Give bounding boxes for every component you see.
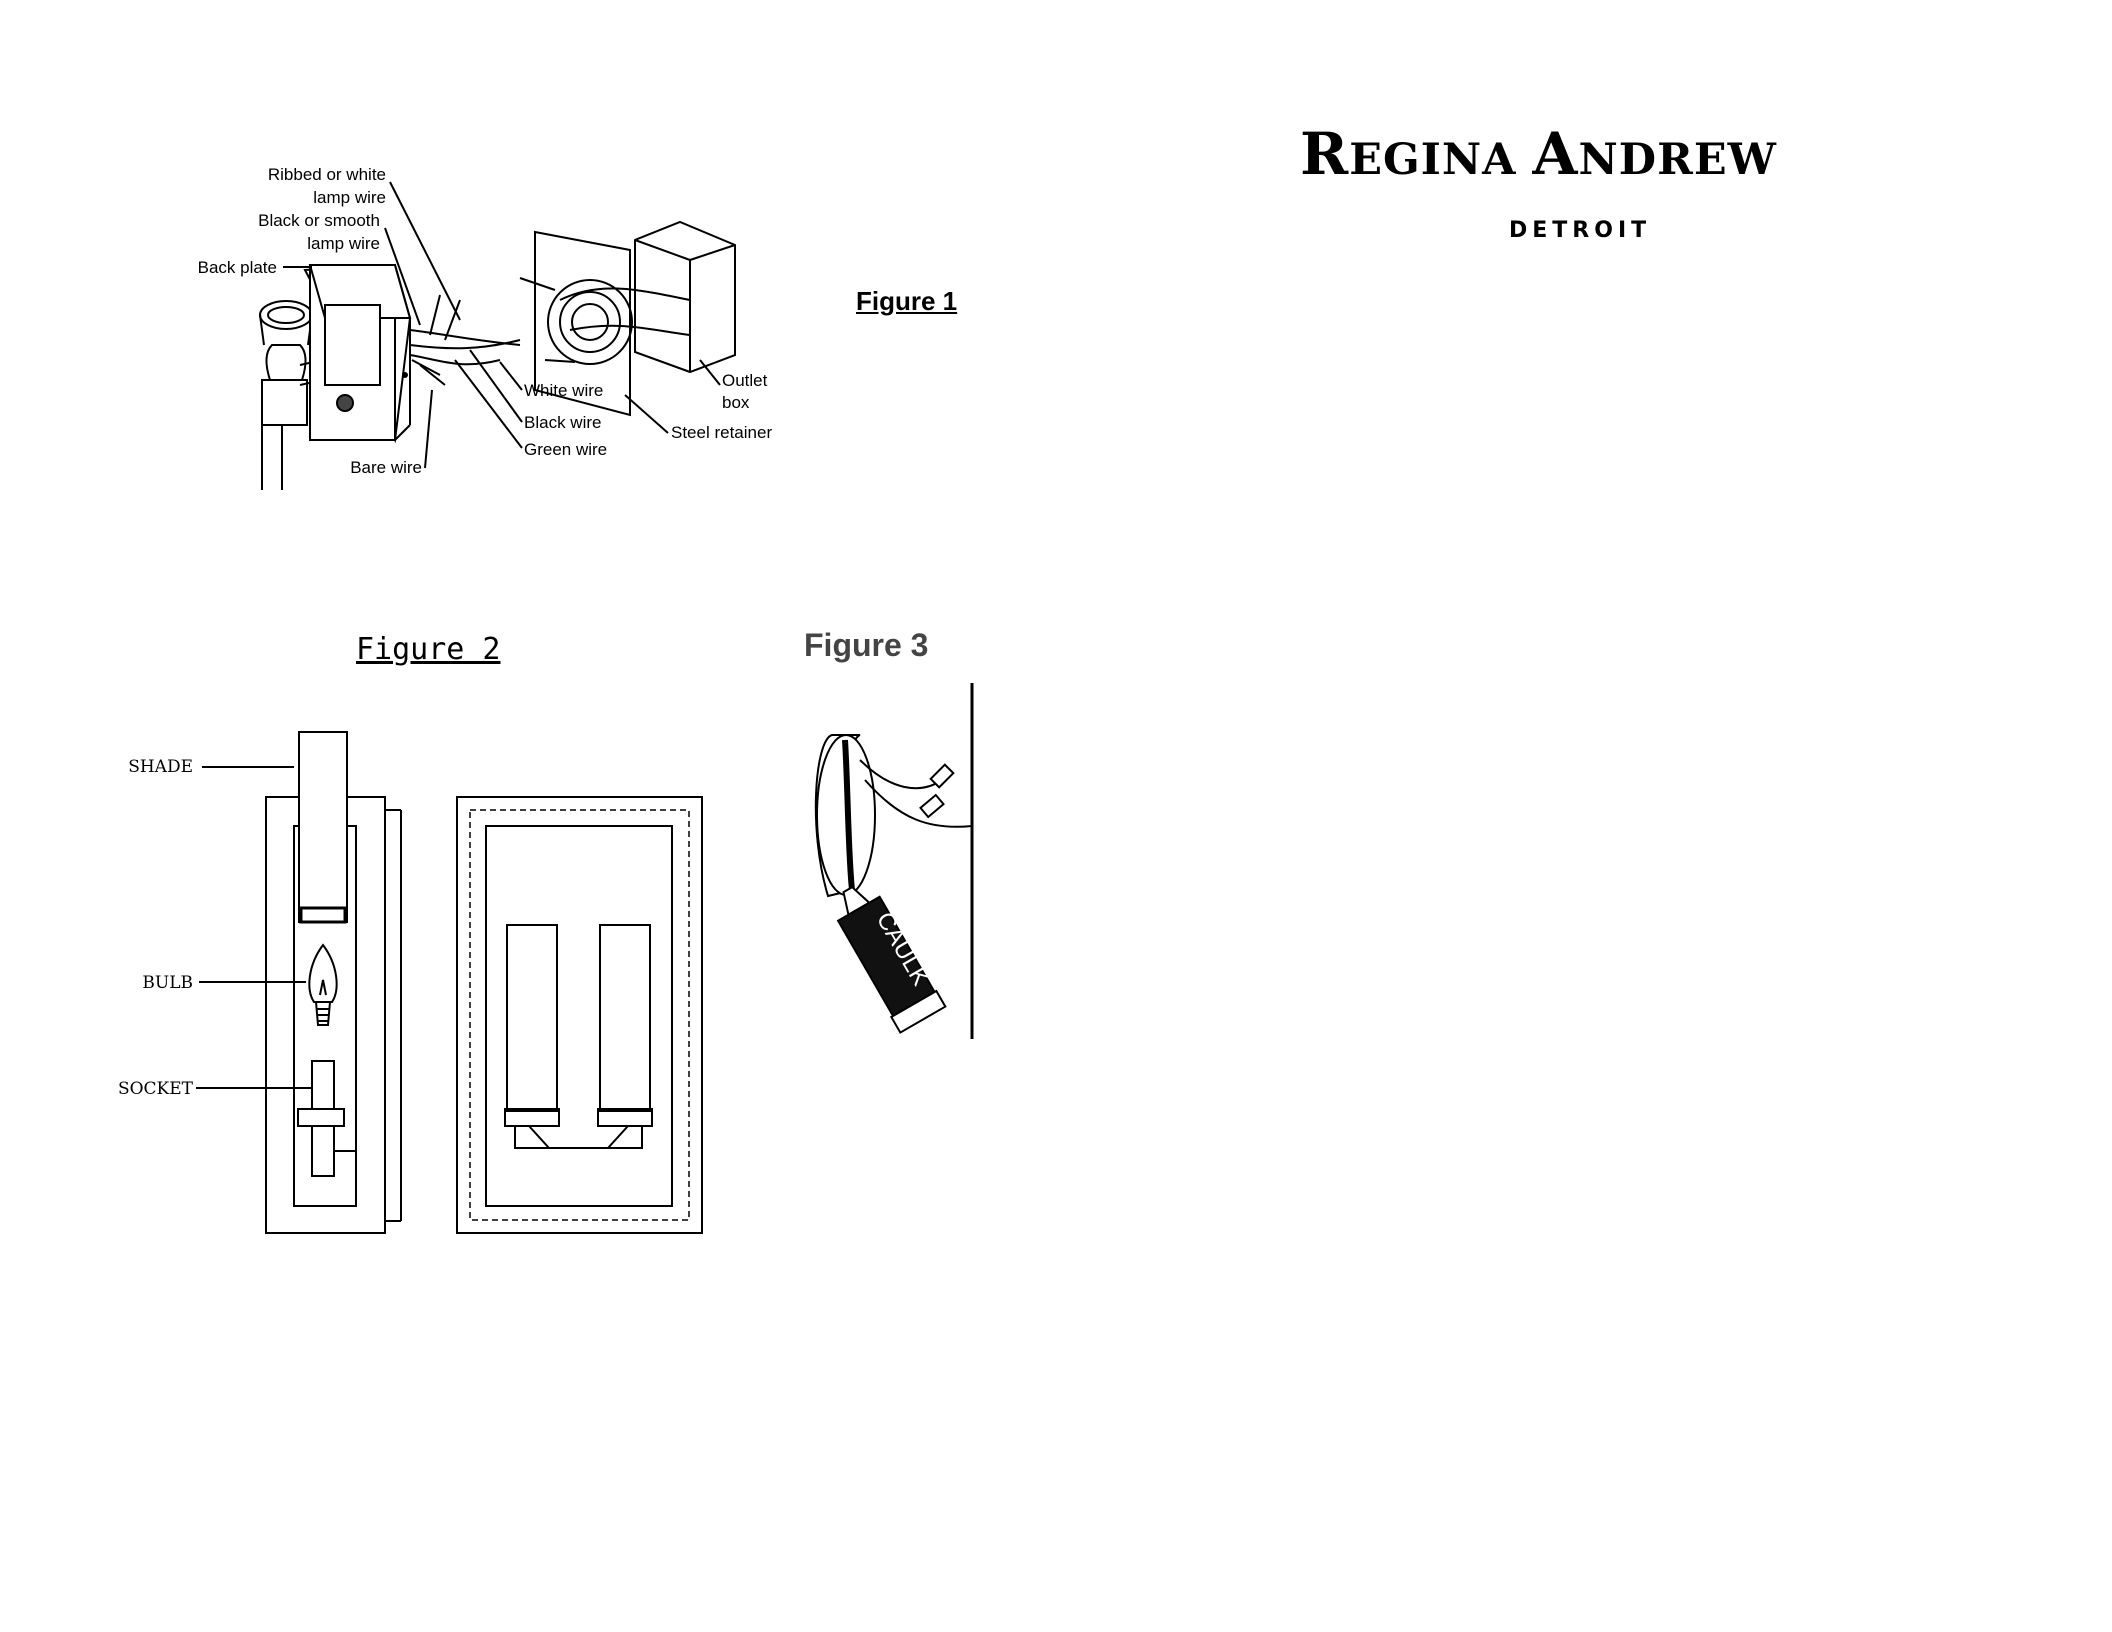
brand-rest-2: NDREW — [1578, 135, 1776, 185]
label-black-wire: Black wire — [524, 413, 601, 432]
label-ribbed-wire-2: lamp wire — [313, 188, 386, 207]
label-black-smooth-wire-2: lamp wire — [307, 234, 380, 253]
label-outlet-box-1: Outlet — [722, 371, 768, 390]
brand-rest-1: EGINA — [1349, 135, 1516, 185]
label-ribbed-wire-1: Ribbed or white — [268, 165, 386, 184]
figure-2-diagram: SHADE BULB SOCKET — [125, 720, 715, 1240]
brand-city: DETROIT — [1509, 218, 1651, 243]
figure-3-diagram: CAULK — [760, 670, 1020, 1050]
figure-2-title: Figure 2 — [356, 632, 501, 667]
label-outlet-box-2: box — [722, 393, 750, 412]
figure-1-diagram: Ribbed or white lamp wire Black or smoot… — [180, 150, 800, 500]
label-bulb: BULB — [142, 973, 193, 993]
label-back-plate: Back plate — [198, 258, 277, 277]
brand-cap-1: R — [1300, 120, 1349, 188]
label-bare-wire: Bare wire — [350, 458, 422, 477]
brand-cap-2: A — [1532, 120, 1578, 188]
label-steel-retainer: Steel retainer — [671, 423, 772, 442]
label-black-smooth-wire-1: Black or smooth — [258, 211, 380, 230]
label-shade: SHADE — [128, 757, 193, 777]
brand-logo: REGINA ANDREW — [1300, 120, 1777, 188]
figure-3-title: Figure 3 — [804, 627, 928, 664]
label-white-wire: White wire — [524, 381, 603, 400]
figure-1-title: Figure 1 — [856, 286, 957, 317]
label-socket: SOCKET — [118, 1079, 194, 1099]
label-green-wire: Green wire — [524, 440, 607, 459]
